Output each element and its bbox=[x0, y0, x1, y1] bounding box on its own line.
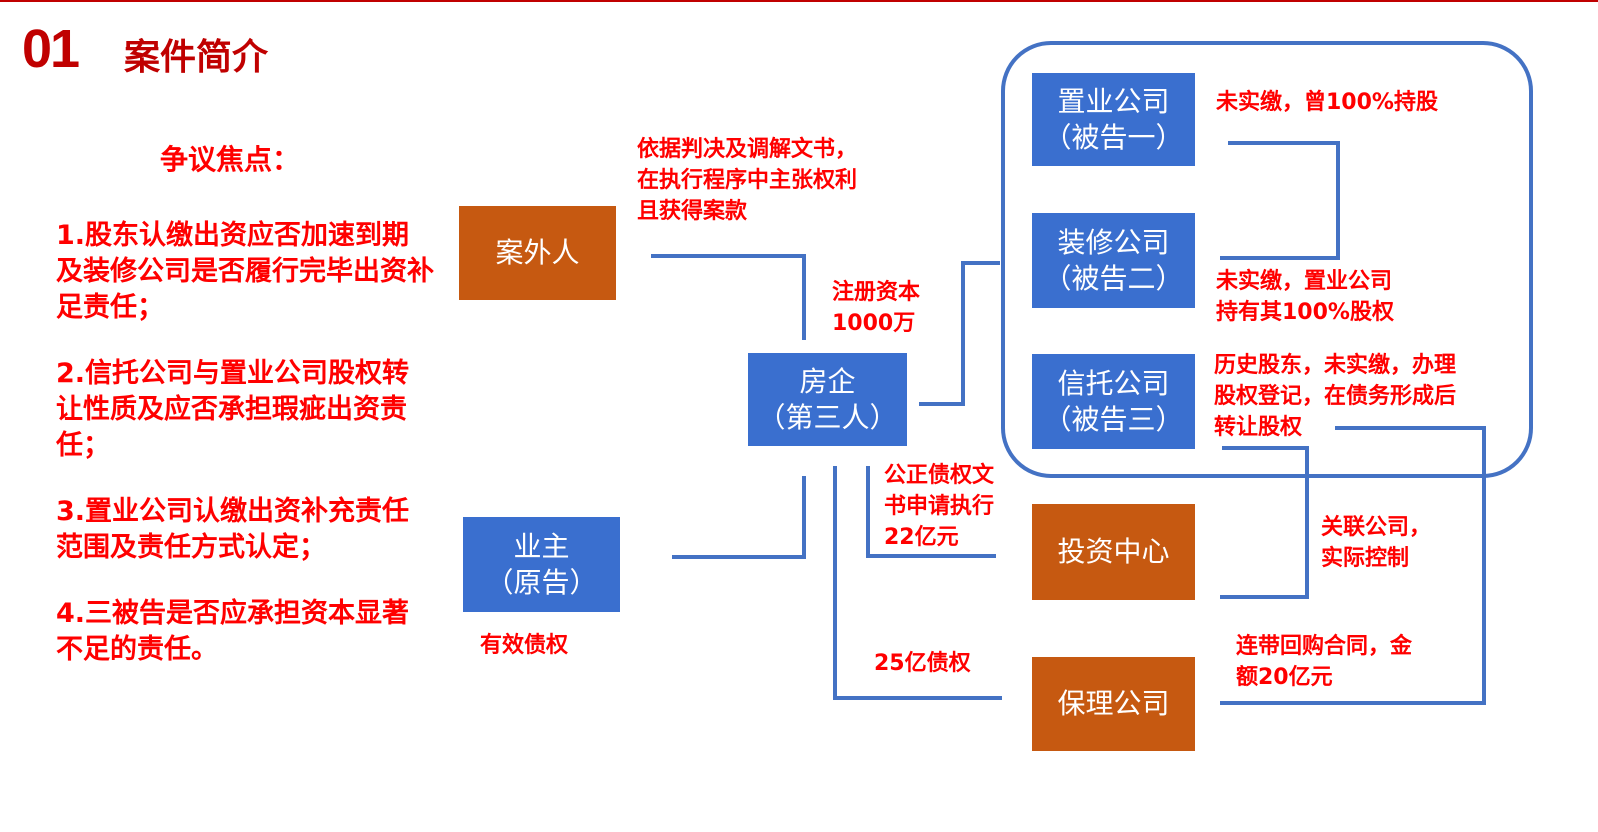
node-zhiye-line1: 置业公司 bbox=[1057, 84, 1170, 118]
connector-developer-invest bbox=[866, 466, 996, 558]
focus-list: 1.股东认缴出资应否加速到期及装修公司是否履行完毕出资补足责任； 2.信托公司与… bbox=[56, 218, 436, 698]
note-line: 转让股权 bbox=[1214, 415, 1303, 440]
node-invest: 投资中心 bbox=[1032, 504, 1195, 600]
node-xintuo-line2: （被告三） bbox=[1043, 402, 1184, 436]
note-line: 关联公司， bbox=[1321, 515, 1432, 540]
node-owner-line1: 业主 bbox=[513, 529, 570, 563]
connector-outsider-developer bbox=[651, 254, 806, 340]
note-zhuangxiu: 未实缴，置业公司 持有其100%股权 bbox=[1216, 266, 1394, 328]
section-title: 案件简介 bbox=[124, 37, 269, 78]
note-line: 连带回购合同，金 bbox=[1236, 634, 1413, 659]
node-owner-line2: （原告） bbox=[485, 565, 598, 599]
node-outsider-label: 案外人 bbox=[495, 236, 580, 269]
node-developer-line2: （第三人） bbox=[757, 400, 898, 434]
focus-item-1: 1.股东认缴出资应否加速到期及装修公司是否履行完毕出资补足责任； bbox=[56, 220, 434, 323]
note-notary-execution: 公正债权文 书申请执行 22亿元 bbox=[884, 460, 994, 553]
note-related: 关联公司， 实际控制 bbox=[1321, 512, 1431, 574]
node-owner: 业主 （原告） bbox=[463, 517, 620, 612]
focus-item-2: 2.信托公司与置业公司股权转让性质及应否承担瑕疵出资责任； bbox=[56, 358, 410, 461]
node-zhuangxiu: 装修公司 （被告二） bbox=[1032, 213, 1195, 308]
node-developer: 房企 （第三人） bbox=[748, 353, 907, 446]
note-line: 书申请执行 bbox=[884, 494, 995, 519]
node-invest-label: 投资中心 bbox=[1057, 535, 1170, 568]
connector-developer-factoring bbox=[833, 466, 1002, 700]
node-developer-line1: 房企 bbox=[799, 364, 856, 398]
node-zhuangxiu-line1: 装修公司 bbox=[1057, 225, 1170, 259]
note-registered-capital: 注册资本 1000万 bbox=[832, 277, 920, 339]
connector-xintuo-factoring bbox=[1220, 426, 1486, 705]
note-line: 在执行程序中主张权利 bbox=[637, 168, 858, 193]
note-buyback: 连带回购合同，金 额20亿元 bbox=[1236, 631, 1412, 693]
note-line: 1000万 bbox=[832, 311, 916, 336]
note-line: 且获得案款 bbox=[637, 199, 748, 224]
node-factoring-label: 保理公司 bbox=[1057, 687, 1170, 720]
node-factoring: 保理公司 bbox=[1032, 657, 1195, 751]
focus-heading: 争议焦点： bbox=[160, 143, 301, 176]
note-line: 股权登记，在债务形成后 bbox=[1214, 384, 1457, 409]
node-zhuangxiu-line2: （被告二） bbox=[1043, 261, 1184, 295]
note-line: 额20亿元 bbox=[1236, 665, 1333, 690]
focus-item-3: 3.置业公司认缴出资补充责任范围及责任方式认定； bbox=[56, 496, 410, 563]
note-line: 持有其100%股权 bbox=[1216, 300, 1394, 325]
note-line: 未实缴，置业公司 bbox=[1216, 269, 1393, 294]
note-claim-25: 25亿债权 bbox=[874, 651, 971, 676]
note-line: 22亿元 bbox=[884, 525, 959, 550]
section-number: 01 bbox=[22, 19, 80, 79]
note-line: 实际控制 bbox=[1321, 546, 1410, 571]
note-outsider-claim: 依据判决及调解文书， 在执行程序中主张权利 且获得案款 bbox=[637, 134, 857, 227]
defendants-group-outline bbox=[1001, 41, 1533, 478]
top-rule bbox=[0, 0, 1598, 2]
note-xintuo: 历史股东，未实缴，办理 股权登记，在债务形成后 转让股权 bbox=[1214, 350, 1456, 443]
note-valid-claim: 有效债权 bbox=[480, 633, 569, 658]
note-line: 依据判决及调解文书， bbox=[637, 137, 858, 162]
node-xintuo-line1: 信托公司 bbox=[1057, 366, 1170, 400]
node-outsider: 案外人 bbox=[459, 206, 616, 300]
note-line: 注册资本 bbox=[832, 280, 921, 305]
connector-zhiye-zhuangxiu bbox=[1220, 141, 1340, 260]
node-zhiye-line2: （被告一） bbox=[1043, 120, 1184, 154]
note-line: 历史股东，未实缴，办理 bbox=[1214, 353, 1457, 378]
note-zhiye: 未实缴，曾100%持股 bbox=[1216, 90, 1438, 115]
node-zhiye: 置业公司 （被告一） bbox=[1032, 73, 1195, 166]
note-line: 公正债权文 bbox=[884, 463, 995, 488]
connector-owner-developer bbox=[672, 476, 806, 559]
connector-developer-defendants bbox=[919, 261, 1000, 406]
connector-xintuo-invest bbox=[1220, 446, 1309, 599]
node-xintuo: 信托公司 （被告三） bbox=[1032, 354, 1195, 449]
focus-item-4: 4.三被告是否应承担资本显著不足的责任。 bbox=[56, 598, 410, 665]
